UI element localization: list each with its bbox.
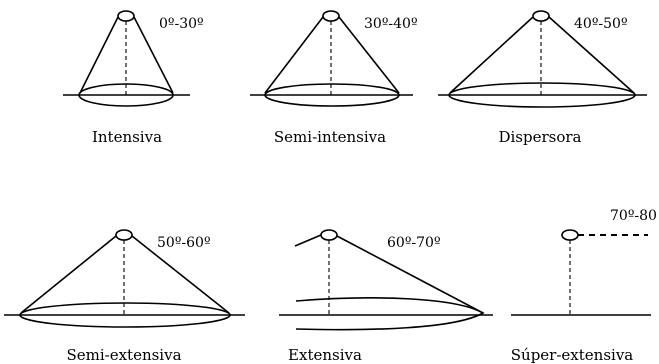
cone-edge-left [79,16,119,94]
beam-footprint [264,83,400,107]
angle-label: 0º-30º [159,16,204,32]
beam-footprint [295,297,485,331]
lamp-source-icon [561,229,579,241]
type-label: Intensiva [92,128,162,146]
beam-dispersora: 40º-50º Dispersora [438,10,647,146]
beam-semi-intensiva: 30º-40º Semi-intensiva [250,10,418,146]
lamp-source-icon [532,10,550,22]
cone-edge-right [336,235,484,314]
lamp-source-icon [320,229,338,241]
beam-footprint [19,302,231,328]
beam-footprint [448,82,636,108]
cone-edge-left [294,234,322,247]
angle-label: 70º-80 [610,208,657,224]
cone-edge-left [449,16,534,94]
type-label: Dispersora [498,128,581,146]
beam-intensiva: 0º-30º Intensiva [63,10,204,146]
cone-edge-left [20,235,117,314]
angle-label: 30º-40º [364,16,418,32]
angle-label: 40º-50º [574,16,628,32]
beam-extensiva: 60º-70º Extensiva [279,229,493,364]
beam-footprint [78,83,174,107]
cone-edge-right [133,16,174,94]
cone-edge-left [264,16,324,94]
type-label: Súper-extensiva [511,346,634,364]
type-label: Extensiva [288,346,362,364]
lamp-source-icon [322,10,340,22]
cone-edge-right [548,16,635,94]
angle-label: 60º-70º [387,235,441,251]
beam-semi-extensiva: 50º-60º Semi-extensiva [4,229,245,364]
beam-super-extensiva: 70º-80 Súper-extensiva [511,208,657,364]
lamp-source-icon [115,229,133,241]
lamp-source-icon [117,10,135,22]
cone-edge-right [338,16,400,94]
type-label: Semi-extensiva [66,346,181,364]
type-label: Semi-intensiva [274,128,386,146]
angle-label: 50º-60º [157,235,211,251]
cone-edge-right [131,235,230,314]
